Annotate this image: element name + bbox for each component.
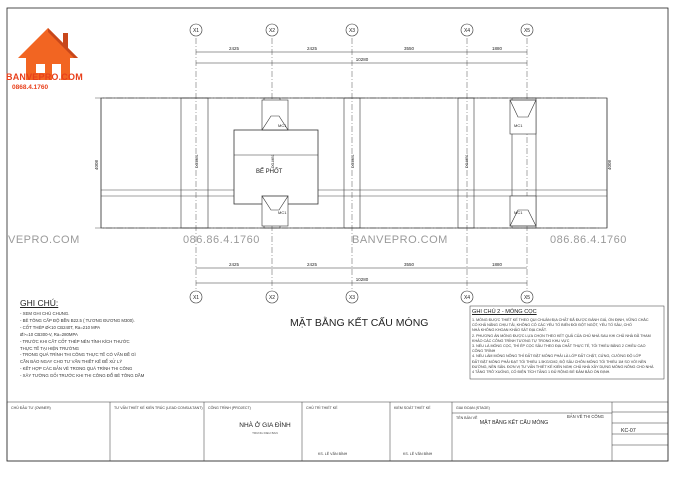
- axis-label-top-2: X2: [269, 28, 275, 34]
- note2-line: 3. NẾU LÀ MÓNG CỌC, THÌ ÉP CỌC SÂU THEO …: [472, 344, 646, 349]
- beam-label-1: DG-MB1: [195, 154, 199, 168]
- drawing-title: MẶT BẰNG KẾT CẤU MÓNG: [290, 317, 429, 329]
- left-dim: 4008: [94, 159, 99, 170]
- top-span-3: 3550: [404, 46, 415, 51]
- axis-label-bottom-3: X3: [349, 295, 355, 301]
- top-span-1: 2425: [229, 46, 240, 51]
- top-span-2: 2425: [307, 46, 318, 51]
- axis-bubbles-top: [189, 23, 534, 37]
- axis-label-bottom-4: X4: [464, 295, 470, 301]
- notes2-title: GHI CHÚ 2 - MÓNG CỌC: [472, 309, 537, 315]
- note-line: - XEM GHI CHÚ CHUNG.: [20, 311, 70, 316]
- note2-line: ĐẤT ĐẶT MÓNG PHẢI ĐẠT TỐI THIỂU 1.5KG/CM…: [472, 359, 647, 364]
- bottom-total: 10280: [356, 277, 369, 282]
- top-span-4: 1880: [492, 46, 503, 51]
- bottom-span-2: 2425: [307, 262, 318, 267]
- note2-line: CÔNG TRÌNH: [472, 349, 496, 354]
- notes2-list: 1. MÓNG ĐƯỢC THIẾT KẾ THEO QUI CHUẨN ĐỊA…: [472, 318, 660, 375]
- note-line: - TRƯỚC KHI CẮT CỐT THÉP NÊN TÍNH KÍCH T…: [20, 338, 130, 344]
- checker-name: KS. LÊ VĂN BÌNH: [403, 452, 433, 456]
- note-line: Ø>=10 CB300-V, Ra=280MPA: [20, 331, 78, 337]
- beam-label-4: DG-MB1: [465, 154, 469, 168]
- note-line: CẦN BÁO NGAY CHO TƯ VẤN THIẾT KẾ ĐỂ XỬ L…: [20, 359, 123, 365]
- owner-label: CHỦ ĐẦU TƯ (OWNER): [11, 406, 51, 410]
- axis-label-bottom-5: X5: [524, 295, 530, 301]
- stage-value: BẢN VẼ THI CÔNG: [567, 414, 604, 419]
- note2-line: 4. NẾU LÀM MÓNG NÔNG THÌ ĐẤT ĐẶT MÓNG PH…: [472, 354, 642, 359]
- manager-label: CHỦ TRÌ THIẾT KẾ: [306, 406, 338, 410]
- consultant-label: TƯ VẤN THIẾT KẾ KIẾN TRÚC (LEAD CONSULTA…: [114, 406, 203, 410]
- footing-label-4: MC1: [514, 210, 523, 215]
- notes2-box: [469, 305, 665, 380]
- axis-label-top-5: X5: [524, 28, 530, 34]
- project-label: CÔNG TRÌNH (PROJECT): [208, 406, 251, 410]
- axis-label-bottom-1: X1: [193, 295, 199, 301]
- project-name: NHÀ Ở GIA ĐÌNH: [239, 422, 291, 429]
- watermark-phone-2: 086.86.4.1760: [550, 234, 627, 246]
- note-line: - TRONG QUÁ TRÌNH THI CÔNG THỰC TẾ CÓ VẤ…: [20, 352, 136, 358]
- watermark-center: BANVEPRO.COM: [352, 234, 448, 246]
- note2-line: KHẢO CÁC CÔNG TRÌNH TƯƠNG TỰ TRONG KHU V…: [472, 338, 570, 343]
- title-block: [6, 401, 669, 462]
- footing-label-3: MC1: [514, 123, 523, 128]
- pad-footings: [261, 99, 537, 227]
- septic-tank-label: BỂ PHỐT: [256, 168, 283, 175]
- project-sub: TRUNG DIEU BAN: [252, 431, 278, 435]
- notes-list: - XEM GHI CHÚ CHUNG. - BÊ TÔNG CẤP ĐỘ BỀ…: [20, 311, 235, 380]
- axis-label-top-3: X3: [349, 28, 355, 34]
- brand-name: BANVEPRO.COM: [6, 72, 83, 82]
- top-total: 10280: [356, 57, 369, 62]
- septic-tank: [233, 129, 319, 205]
- note2-line: 4 TẦNG TRỞ XUỐNG, CÓ ĐIỆN TÍCH TẦNG 1 ĐỦ…: [472, 370, 611, 375]
- watermark-left: VEPRO.COM: [8, 234, 80, 246]
- brand-logo: [18, 28, 78, 80]
- beam-label-3: DG-MB1: [351, 154, 355, 168]
- top-dimensions: [196, 51, 527, 284]
- note-line: THỰC TẾ TẠI HIỆN TRƯỜNG: [20, 345, 80, 351]
- sheet-code: KC-07: [621, 428, 636, 434]
- grid-axes: [95, 38, 600, 298]
- drawing-name: MẶT BẰNG KẾT CẤU MÓNG: [479, 420, 549, 426]
- horizontal-beams: [101, 189, 607, 197]
- manager-name: KS. LÊ VĂN BÌNH: [318, 452, 348, 456]
- note-line: - XÂY TƯỜNG GỐI TRƯỚC KHI THI CÔNG ĐỔ BÊ…: [20, 373, 145, 379]
- bottom-span-3: 3550: [404, 262, 415, 267]
- footing-label-1: MC1: [278, 123, 287, 128]
- bottom-span-4: 1880: [492, 262, 503, 267]
- note-line: - CỐT THÉP Ø<10 CB240T, Ra=210 MPA: [20, 324, 101, 330]
- note2-line: 1. MÓNG ĐƯỢC THIẾT KẾ THEO QUI CHUẨN ĐỊA…: [472, 318, 649, 322]
- note2-line: NHÀ KHÔNG KHOAN KHẢO SÁT ĐỊA CHẤT.: [472, 328, 547, 333]
- drawing-name-label: TÊN BẢN VẼ: [456, 416, 478, 420]
- axis-label-top-1: X1: [193, 28, 199, 34]
- right-dim: 4008: [607, 159, 612, 170]
- note2-line: ĐƯỜNG, NỀN SÂN. ĐƠN VỊ TƯ VẤN THIẾT KẾ K…: [472, 364, 654, 369]
- note2-line: 2. PHƯƠNG ÁN MÓNG ĐƯỢC LỰA CHỌN THEO KẾT…: [472, 333, 651, 338]
- stage-label: GIAI ĐOẠN (STAGE): [456, 406, 490, 410]
- beam-label-2: DG-MB1: [271, 154, 275, 168]
- note2-line: CÓ KHẢ NĂNG CHỊU TẢI, KHÔNG CÓ CÁC YẾU T…: [472, 323, 632, 328]
- brand-phone: 0868.4.1760: [12, 84, 49, 91]
- checker-label: KIỂM SOÁT THIẾT KẾ: [394, 406, 431, 410]
- axis-bubbles-bottom: [189, 290, 534, 304]
- bottom-span-1: 2425: [229, 262, 240, 267]
- notes-title: GHI CHÚ:: [20, 298, 59, 308]
- watermark-phone-1: 086.86.4.1760: [183, 234, 260, 246]
- note-line: - KẾT HỢP CÁC BẢN VẼ TRONG QUÁ TRÌNH THI…: [20, 366, 133, 372]
- axis-label-bottom-2: X2: [269, 295, 275, 301]
- axis-label-top-4: X4: [464, 28, 470, 34]
- note-line: - BÊ TÔNG CẤP ĐỘ BỀN B22.5 ( TƯƠNG ĐƯƠNG…: [20, 317, 135, 323]
- footing-label-2: MC1: [278, 210, 287, 215]
